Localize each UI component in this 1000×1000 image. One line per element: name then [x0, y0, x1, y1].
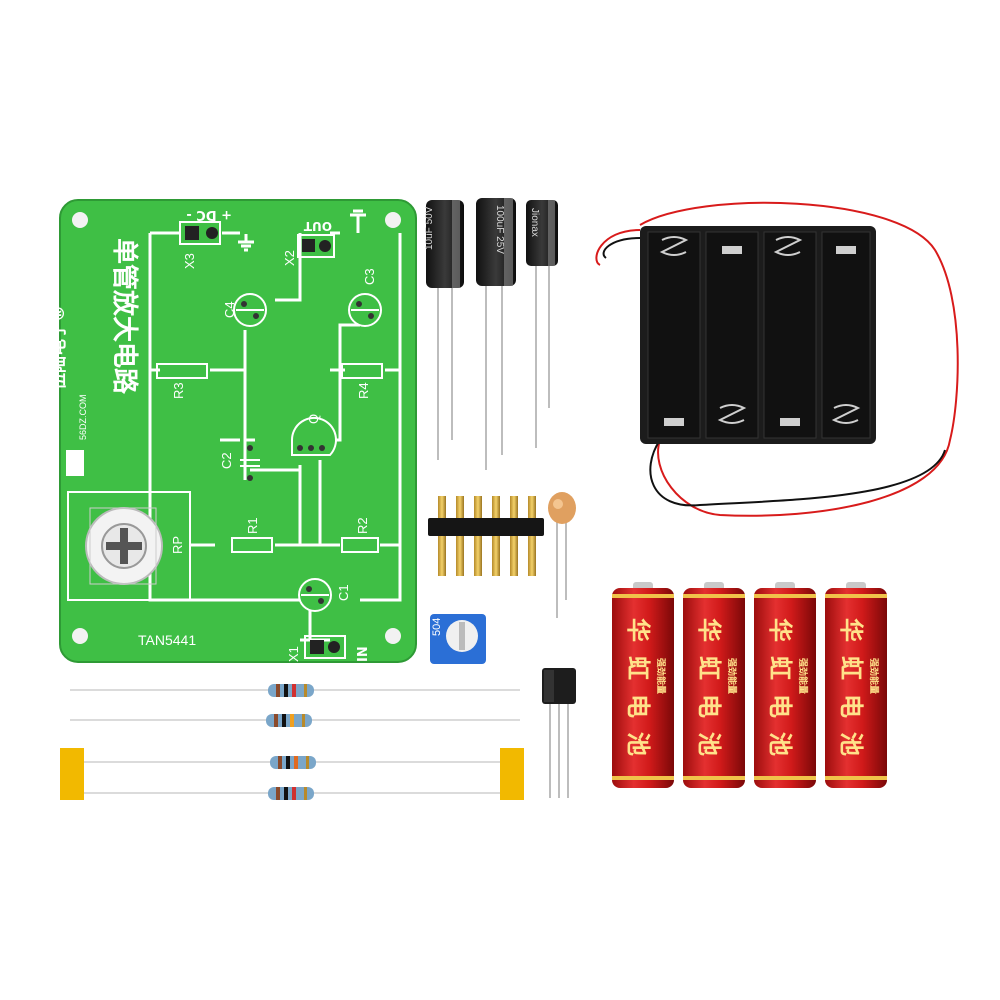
mount-hole-icon	[385, 212, 401, 228]
svg-text:C3: C3	[362, 268, 377, 285]
svg-text:单管放大电路: 单管放大电路	[109, 238, 140, 395]
svg-text:10uF 50V: 10uF 50V	[424, 206, 435, 250]
svg-text:C2: C2	[219, 452, 234, 469]
resistor-icon	[270, 756, 316, 769]
mount-hole-icon	[385, 628, 401, 644]
svg-text:R3: R3	[171, 382, 186, 399]
resistors-strip	[60, 684, 524, 800]
resistor-icon	[268, 684, 314, 697]
battery-brand-char: 虹	[837, 656, 865, 680]
rp-potentiometer: RP	[67, 491, 191, 601]
svg-text:X2: X2	[282, 250, 297, 266]
battery-brand-char: 电	[695, 694, 723, 718]
battery-subtitle: 强劲能量	[726, 658, 738, 694]
dc-connector: + DC - X3	[179, 207, 232, 269]
svg-text:C4: C4	[222, 301, 237, 318]
pcb-model: TAN5441	[138, 632, 196, 648]
mount-hole-icon	[72, 628, 88, 644]
svg-text:56DZ.COM: 56DZ.COM	[78, 394, 88, 440]
battery-brand-char: 电	[766, 694, 794, 718]
svg-text:伍陆电子®: 伍陆电子®	[48, 305, 69, 391]
trimmer-potentiometer: 504	[430, 614, 486, 664]
svg-text:RP: RP	[170, 536, 185, 554]
battery-brand-char: 华	[695, 618, 723, 642]
c2-footprint: C2	[219, 445, 260, 481]
c1-footprint: C1	[298, 578, 351, 612]
r3-footprint: R3	[156, 363, 208, 399]
battery-brand-char: 虹	[624, 656, 652, 680]
battery-brand-char: 电	[624, 694, 652, 718]
q-footprint: Q	[290, 414, 337, 456]
r2-footprint: R2	[341, 517, 379, 553]
svg-text:Q: Q	[306, 414, 321, 424]
battery-brand-char: 虹	[695, 656, 723, 680]
tape-right	[500, 748, 524, 800]
svg-text:IN: IN	[356, 646, 371, 662]
out-connector: OUT X2	[282, 219, 335, 266]
pcb-title: 单管放大电路	[109, 238, 140, 395]
ceramic-capacitor	[548, 492, 576, 618]
pin-header-icon	[428, 496, 544, 576]
c3-footprint: C3	[348, 268, 382, 327]
svg-text:X3: X3	[182, 253, 197, 269]
battery-brand-char: 池	[695, 732, 723, 756]
battery-brand-char: 华	[766, 618, 794, 642]
pcb-board: + DC - X3 OUT X2 IN X1 C4 C3	[48, 199, 417, 663]
svg-text:R4: R4	[356, 382, 371, 399]
battery-subtitle: 强劲能量	[797, 658, 809, 694]
svg-text:OUT: OUT	[303, 219, 332, 233]
battery-brand-char: 华	[624, 618, 652, 642]
mount-hole-icon	[72, 212, 88, 228]
svg-text:R1: R1	[245, 517, 260, 534]
transistor-icon	[542, 668, 576, 798]
svg-text:R2: R2	[355, 517, 370, 534]
resistor-icon	[266, 714, 312, 727]
in-connector: IN X1	[286, 635, 371, 662]
electrolytic-capacitor: 100uF 25V	[476, 198, 516, 470]
battery-brand-char: 池	[837, 732, 865, 756]
electrolytic-capacitor: 10uF 50V	[424, 200, 464, 460]
electrolytic-capacitor: Jionax	[526, 200, 558, 448]
battery-brand-char: 池	[624, 732, 652, 756]
pcb-brand: 伍陆电子® 56DZ.COM	[48, 305, 88, 476]
brand-logo-icon	[66, 450, 84, 476]
svg-text:+ DC -: + DC -	[186, 207, 232, 222]
svg-text:X1: X1	[286, 646, 301, 662]
battery-subtitle: 强劲能量	[655, 658, 667, 694]
battery-brand-char: 电	[837, 694, 865, 718]
svg-text:Jionax: Jionax	[529, 208, 540, 237]
svg-text:100uF 25V: 100uF 25V	[494, 205, 505, 254]
battery-holder-icon	[595, 201, 959, 517]
c4-footprint: C4	[222, 293, 267, 327]
svg-text:504: 504	[431, 618, 443, 636]
battery-subtitle: 强劲能量	[868, 658, 880, 694]
resistor-icon	[268, 787, 314, 800]
battery-brand-char: 华	[837, 618, 865, 642]
tape-left	[60, 748, 84, 800]
battery-brand-char: 虹	[766, 656, 794, 680]
battery-brand-char: 池	[766, 732, 794, 756]
svg-text:C1: C1	[336, 584, 351, 601]
r1-footprint: R1	[231, 517, 273, 553]
r4-footprint: R4	[341, 363, 383, 399]
